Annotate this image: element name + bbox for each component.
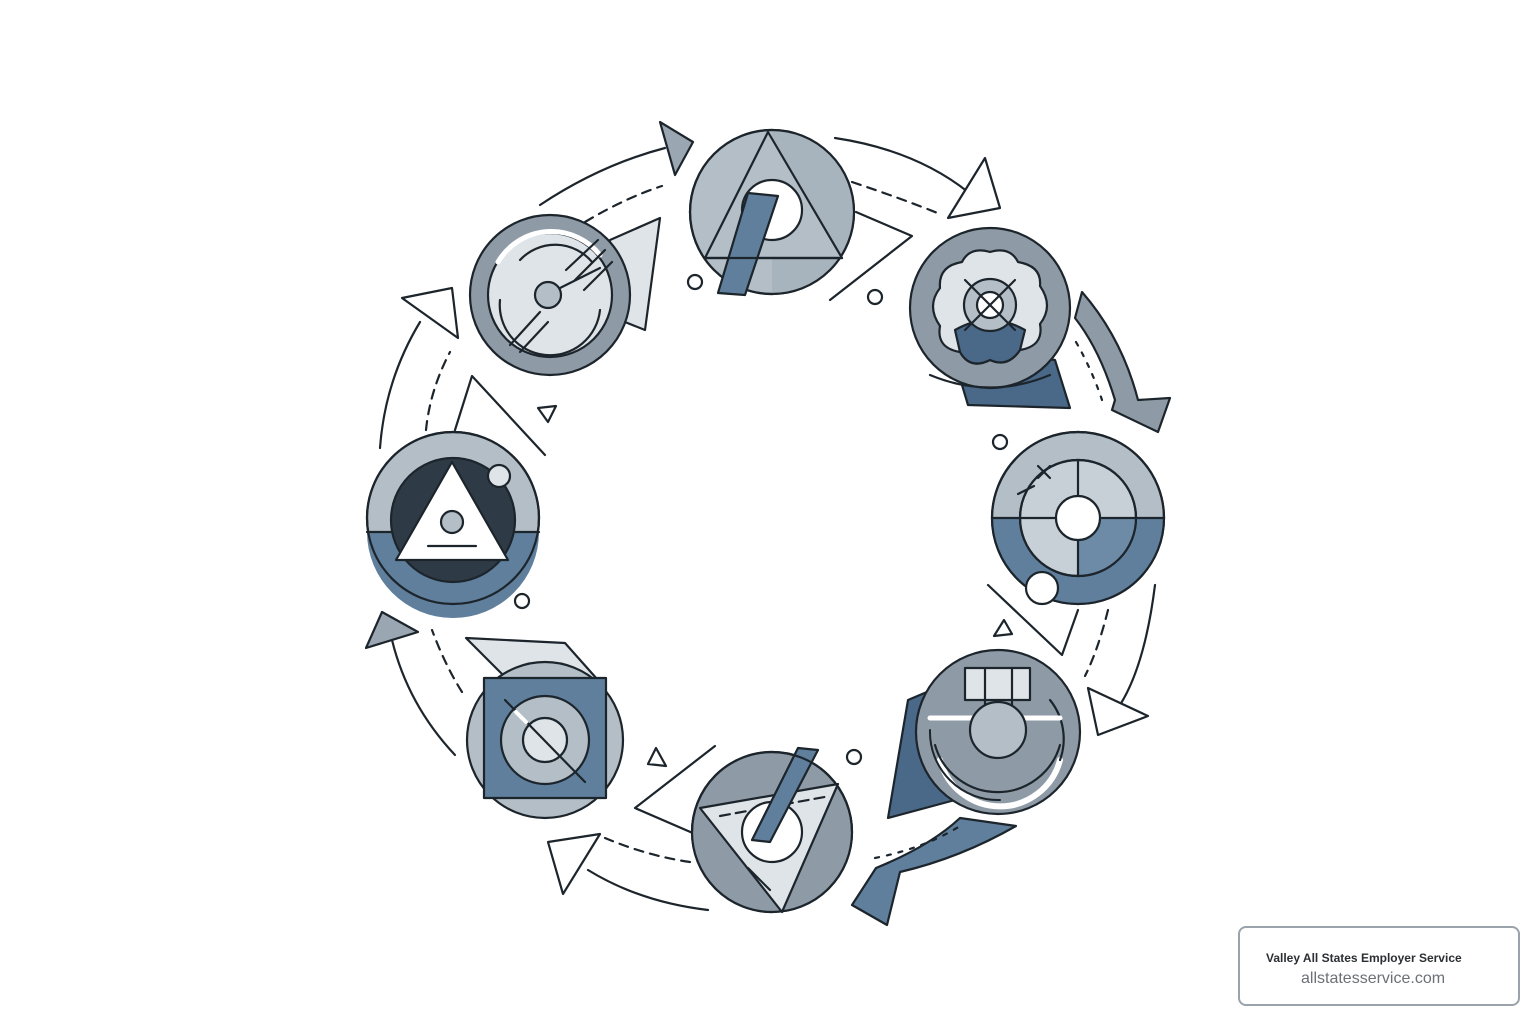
node-dial-gauge — [468, 213, 662, 377]
watermark-url: allstatesservice.com — [1301, 970, 1446, 987]
arrowhead — [946, 156, 1002, 220]
node-triangle-slash — [690, 746, 854, 914]
arrowhead — [400, 286, 460, 340]
arrowhead — [546, 832, 602, 896]
node-triangle-dark — [365, 430, 541, 618]
arrowhead — [1086, 686, 1150, 737]
watermark-badge: Valley All States Employer Service allst… — [1238, 926, 1520, 1006]
arrowhead — [1073, 290, 1172, 434]
arrowhead — [850, 816, 1018, 927]
arrowhead — [658, 120, 695, 177]
arrowhead — [364, 610, 420, 650]
node-quadrant-target — [990, 430, 1166, 606]
decorations — [513, 273, 1014, 768]
node-segmented-ring — [886, 648, 1082, 820]
cycle-arrows — [364, 120, 1172, 927]
node-gear-flower — [908, 226, 1072, 410]
watermark-company-name: Valley All States Employer Service — [1266, 951, 1462, 965]
node-triangle-circle — [688, 128, 856, 297]
node-square-target — [464, 636, 625, 820]
